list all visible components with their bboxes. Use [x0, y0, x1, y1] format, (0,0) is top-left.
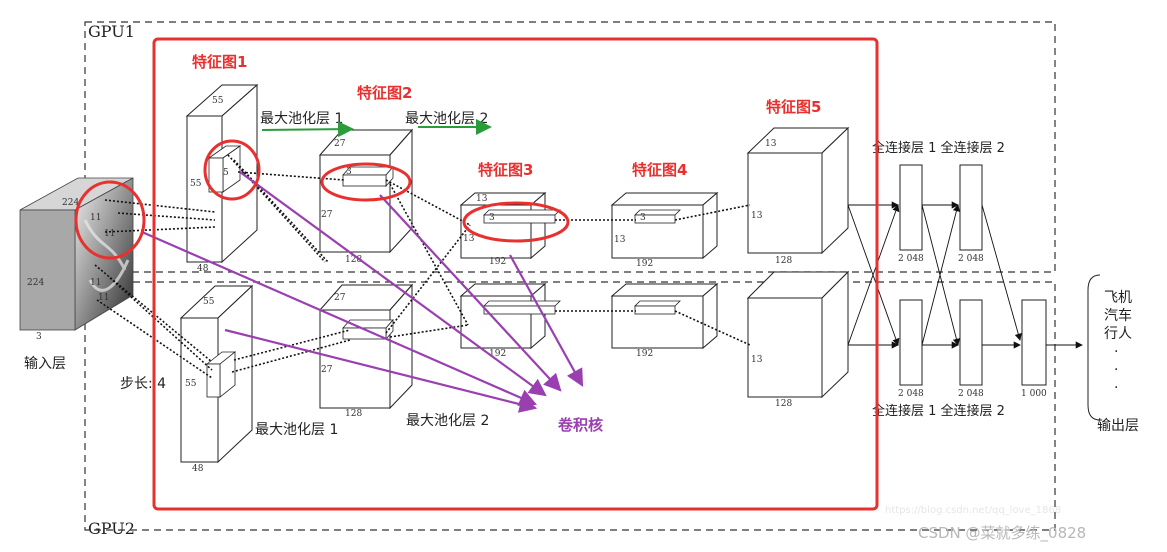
feature-map-3-label: 特征图3: [478, 161, 533, 179]
maxpool2-bottom-label: 最大池化层 2: [406, 413, 489, 429]
layer5-top: 13 13 128: [748, 128, 848, 266]
l1-55-side: 55: [190, 179, 202, 189]
g2-55-side: 55: [185, 379, 197, 389]
l2-kernel-3: 3: [346, 167, 352, 177]
fc-bottom-label: 全连接层 1 全连接层 2: [872, 403, 1005, 419]
l1-55-top: 55: [212, 96, 224, 106]
g2-27-side: 27: [321, 365, 333, 375]
layer1-bottom: 55 55 48 步长: 4: [120, 286, 252, 474]
gpu1-label: GPU1: [88, 22, 135, 41]
output-dot-2: ·: [1114, 362, 1118, 378]
l2-27-top: 27: [334, 139, 346, 149]
l3-192: 192: [489, 257, 506, 267]
feature-map-5-label: 特征图5: [766, 98, 821, 116]
fc-2048a: 2 048: [898, 254, 924, 264]
fc-top-label: 全连接层 1 全连接层 2: [872, 140, 1005, 156]
gpu2-label: GPU2: [88, 519, 135, 538]
output-dot-1: ·: [1114, 344, 1118, 360]
fc-2048b: 2 048: [958, 254, 984, 264]
l1-kernel-5: 5: [223, 168, 229, 178]
input-kernel-11d: 11: [98, 293, 109, 303]
fc2-top: [960, 165, 982, 250]
fc-1000: 1 000: [1021, 389, 1047, 399]
output-item-airplane: 飞机: [1104, 290, 1132, 306]
output-dot-3: ·: [1114, 380, 1118, 396]
input-kernel-11b: 11: [104, 229, 115, 239]
input-224-side: 224: [27, 278, 44, 288]
layer1-top: 55 55 5 48: [187, 85, 257, 274]
l2-27-side: 27: [321, 210, 333, 220]
stride-label: 步长: 4: [120, 376, 166, 392]
l4-kernel-3: 3: [640, 213, 646, 223]
feature-map-2-label: 特征图2: [357, 84, 412, 102]
g2-128b: 128: [775, 399, 792, 409]
output-layer: 飞机 汽车 行人 · · · 输出层: [1088, 275, 1139, 434]
g2-13: 13: [751, 355, 763, 365]
kernel-label: 卷积核: [557, 416, 603, 434]
maxpool1-bottom-label: 最大池化层 1: [255, 422, 338, 438]
l3-13-side: 13: [463, 234, 475, 244]
layer2-bottom: 27 27 128: [320, 285, 412, 419]
l3-kernel-3: 3: [489, 213, 495, 223]
feature-map-4-label: 特征图4: [632, 161, 687, 179]
input-layer-label: 输入层: [24, 356, 66, 372]
g2-192a: 192: [489, 349, 506, 359]
maxpool1-top-label: 最大池化层 1: [260, 111, 343, 127]
feature-map-1-label: 特征图1: [192, 53, 247, 71]
g2-192b: 192: [636, 349, 653, 359]
layer4-bottom: 192: [612, 284, 717, 359]
input-kernel-11a: 11: [90, 213, 101, 223]
l5-128: 128: [775, 256, 792, 266]
faint-url-watermark: https://blog.csdn.net/qq_love_1868: [885, 505, 1061, 516]
csdn-watermark: CSDN @菜就多练_0828: [918, 524, 1086, 543]
maxpool2-top-label: 最大池化层 2: [405, 111, 488, 127]
l3-13-top: 13: [476, 194, 488, 204]
l5-13-top: 13: [765, 139, 777, 149]
fc3-output: [1022, 300, 1046, 385]
g2-128: 128: [345, 409, 362, 419]
layer4-top: 3 13 192: [612, 193, 717, 269]
output-item-pedestrian: 行人: [1104, 326, 1132, 342]
fc2-bottom: [960, 300, 982, 385]
g2-27-top: 27: [334, 293, 346, 303]
input-kernel-11c: 11: [90, 278, 101, 288]
fc1-bottom: [900, 300, 922, 385]
output-item-car: 汽车: [1104, 307, 1132, 324]
l4-13: 13: [614, 235, 626, 245]
fc-2048c: 2 048: [898, 389, 924, 399]
g2-55-top: 55: [203, 297, 215, 307]
output-layer-label: 输出层: [1097, 418, 1139, 434]
l1-48: 48: [197, 264, 209, 274]
fc-layers: 2 048 2 048 2 048 2 048 1 000 全连接层 1 全连接…: [872, 140, 1047, 419]
l5-13-side: 13: [751, 211, 763, 221]
g2-48: 48: [192, 464, 204, 474]
layer5-bottom: 13 128: [748, 272, 848, 409]
input-depth: 3: [36, 332, 42, 342]
layer3-bottom: 192: [461, 284, 560, 359]
fc1-top: [900, 165, 922, 250]
l4-192: 192: [636, 259, 653, 269]
layer2-top: 27 27 3 128: [320, 130, 412, 265]
fc-2048d: 2 048: [958, 389, 984, 399]
